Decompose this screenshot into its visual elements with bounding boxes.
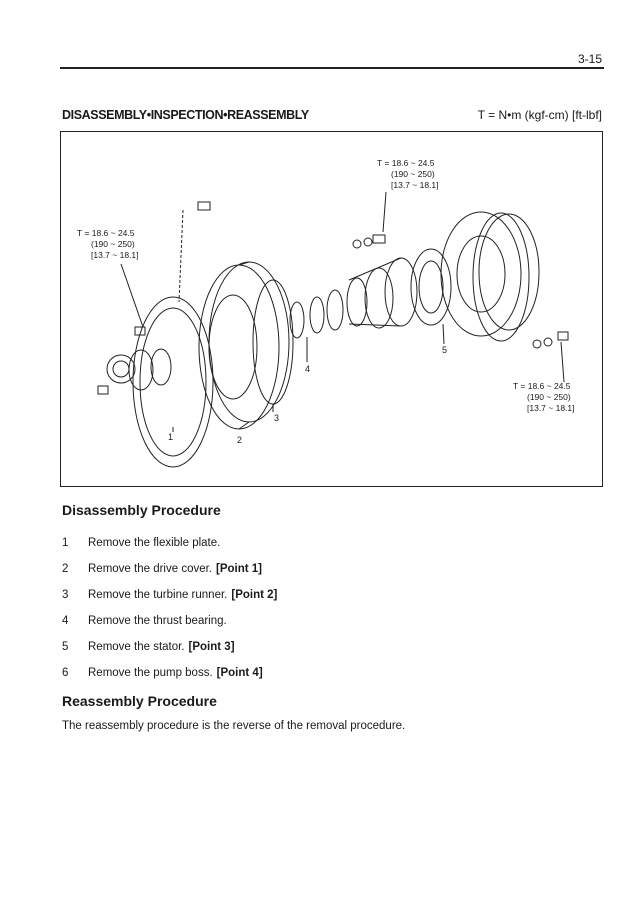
torque-unit-legend: T = N•m (kgf-cm) [ft-lbf] — [477, 108, 602, 122]
list-item: 3 Remove the turbine runner. [Point 2] — [62, 589, 278, 601]
list-item: 2 Remove the drive cover. [Point 1] — [62, 563, 263, 575]
header-rule — [60, 67, 604, 69]
drive-cover — [198, 264, 280, 430]
disassembly-steps: 1 Remove the flexible plate. 2 Remove th… — [62, 530, 582, 686]
torque-callout-left: T = 18.6 ~ 24.5 (190 ~ 250) [13.7 ~ 18.1… — [77, 228, 139, 260]
part-label-3: 3 — [274, 413, 280, 423]
part-label-2: 2 — [237, 435, 243, 445]
torque-converter-illustration — [97, 191, 569, 468]
list-item: 1 Remove the flexible plate. — [62, 537, 221, 549]
torque-callout-top: T = 18.6 ~ 24.5 (190 ~ 250) [13.7 ~ 18.1… — [377, 158, 439, 190]
page-number: 3-15 — [577, 52, 602, 66]
part-label-5: 5 — [442, 345, 448, 355]
pump-boss — [472, 212, 530, 342]
torque-callout-right: T = 18.6 ~ 24.5 (190 ~ 250) [13.7 ~ 18.1… — [513, 381, 575, 413]
reassembly-text: The reassembly procedure is the reverse … — [62, 720, 406, 732]
pump-impeller — [440, 211, 522, 337]
turbine-runner — [252, 279, 294, 405]
flexible-plate — [132, 296, 214, 468]
reassembly-heading: Reassembly Procedure — [62, 693, 217, 709]
list-item: 6 Remove the pump boss. [Point 4] — [62, 667, 263, 679]
part-label-4: 4 — [305, 364, 311, 374]
part-label-1: 1 — [168, 432, 174, 442]
list-item: 5 Remove the stator. [Point 3] — [62, 641, 235, 653]
stator — [410, 248, 452, 326]
disassembly-heading: Disassembly Procedure — [62, 502, 221, 518]
section-title: DISASSEMBLY•INSPECTION•REASSEMBLY — [62, 108, 309, 122]
exploded-view-figure: T = 18.6 ~ 24.5 (190 ~ 250) [13.7 ~ 18.1… — [60, 131, 603, 487]
thrust-bearing — [289, 301, 305, 339]
list-item: 4 Remove the thrust bearing. — [62, 615, 227, 627]
